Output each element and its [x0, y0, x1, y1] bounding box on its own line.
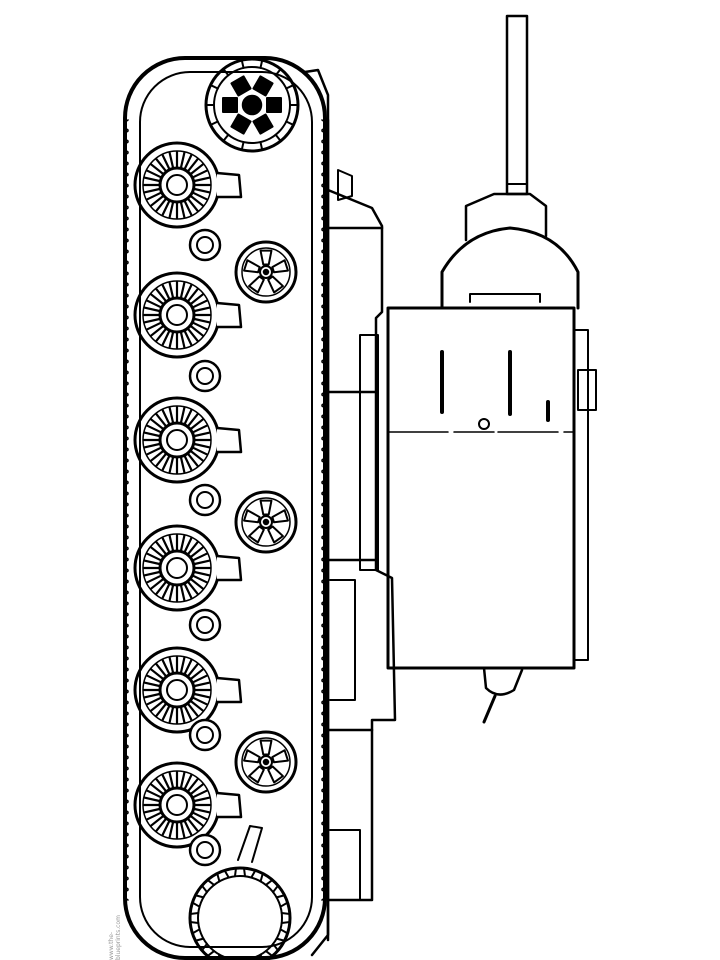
cupola: [482, 666, 524, 696]
road-wheel: [133, 271, 243, 359]
rear-plate: [329, 829, 361, 901]
pistol-port: [478, 418, 490, 430]
turret-side-box: [577, 369, 597, 411]
road-wheel: [133, 761, 243, 849]
mantlet: [440, 226, 580, 310]
antenna: [482, 694, 497, 724]
turret: [386, 14, 597, 724]
tension-arm: [237, 825, 263, 863]
watermark-text: www.the-blueprints.com: [108, 915, 122, 960]
road-wheel: [133, 524, 243, 612]
road-wheels: [133, 141, 243, 849]
rear-idler-wheel: [188, 866, 292, 960]
return-roller: [188, 718, 222, 752]
fender: [326, 188, 397, 902]
sprocket-wheel: [204, 57, 300, 153]
track-links-left: [123, 119, 129, 901]
track-links-right: [321, 119, 327, 901]
return-roller: [188, 483, 222, 517]
idler-wheels: [234, 240, 298, 794]
idler-wheel: [234, 240, 298, 304]
return-roller: [188, 228, 222, 262]
turret-body: [386, 306, 576, 670]
hull: [303, 68, 397, 957]
mantlet-inner: [469, 293, 541, 303]
turret-rear-plate: [573, 329, 589, 661]
idler-wheel: [234, 730, 298, 794]
road-wheel: [133, 646, 243, 734]
return-roller: [188, 608, 222, 642]
idler-wheel: [234, 490, 298, 554]
exhaust: [329, 579, 356, 701]
mudguard-bracket: [359, 334, 379, 571]
road-wheel: [133, 396, 243, 484]
gun-barrel: [505, 14, 529, 196]
hull-bolt-strip: [337, 169, 353, 201]
road-wheel: [133, 141, 243, 229]
hull-side: [303, 68, 330, 957]
return-roller: [188, 359, 222, 393]
return-rollers: [188, 228, 222, 867]
return-roller: [188, 833, 222, 867]
